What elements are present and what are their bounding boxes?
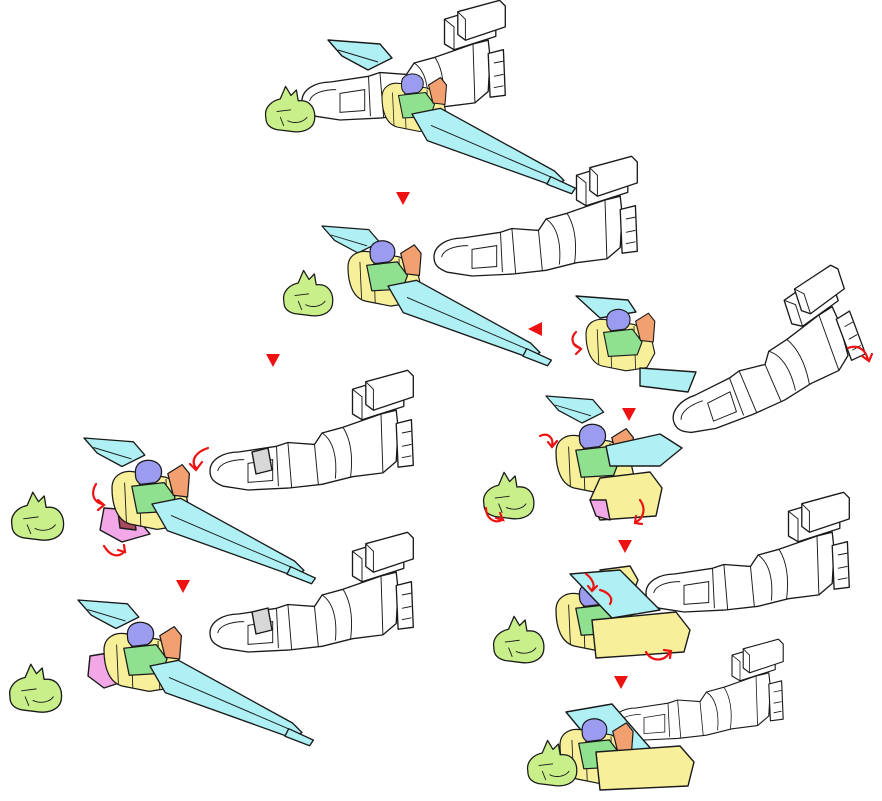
rotation-arrows [92, 330, 874, 661]
wing-long-front [387, 279, 553, 367]
curved-rotation-arrow-icon [584, 572, 599, 593]
step-unfold-hips [8, 531, 414, 747]
step-markers [176, 192, 636, 689]
wing-long-front [605, 433, 683, 467]
step-robot-mode [526, 638, 784, 791]
curved-rotation-arrow-icon [846, 345, 874, 363]
booster-body [209, 369, 414, 491]
curved-rotation-arrow-icon [598, 588, 613, 606]
wing-short-rear [545, 395, 605, 424]
booster-intake-shadow [251, 447, 273, 475]
red-triangle-down-icon [266, 354, 280, 367]
curved-rotation-arrow-icon [538, 433, 559, 449]
green-head [10, 491, 65, 541]
green-head [492, 615, 545, 664]
torso-core [585, 308, 656, 372]
hip-panel [589, 499, 611, 521]
wing-long-front [149, 659, 315, 747]
curved-rotation-arrow-icon [188, 446, 210, 472]
curved-rotation-arrow-icon [633, 498, 645, 526]
green-head [482, 471, 535, 520]
booster-body [645, 491, 850, 613]
wing-short-rear [77, 599, 140, 630]
red-triangle-down-icon [176, 580, 190, 593]
green-head [8, 663, 63, 713]
red-triangle-down-icon [618, 540, 632, 553]
curved-rotation-arrow-icon [92, 482, 106, 512]
red-triangle-down-icon [614, 676, 628, 689]
green-head [282, 269, 334, 317]
red-triangle-down-icon [396, 192, 410, 205]
wing-long-front [639, 367, 697, 393]
curved-rotation-arrow-icon [571, 330, 583, 356]
wing-long-front [151, 497, 317, 585]
step-rotate-legs [575, 262, 874, 441]
step-fold-arms [482, 395, 683, 521]
red-triangle-left-icon [528, 322, 542, 336]
wing-short-rear [83, 437, 146, 468]
step-jet-mode [264, 0, 577, 195]
curved-rotation-arrow-icon [644, 648, 673, 661]
leg-lower [595, 745, 695, 791]
step-separate-booster [282, 155, 638, 367]
step-swing-legs-forward [10, 369, 414, 585]
curved-rotation-arrow-icon [484, 506, 505, 523]
red-triangle-down-icon [622, 408, 636, 421]
step-rotate-torso [492, 491, 850, 664]
booster-body [642, 262, 874, 441]
wing-short-rear [327, 39, 393, 71]
wing-long-front [411, 107, 577, 195]
booster-intake-shadow [251, 607, 273, 635]
curved-rotation-arrow-icon [102, 543, 127, 557]
leg-lower [591, 611, 691, 659]
